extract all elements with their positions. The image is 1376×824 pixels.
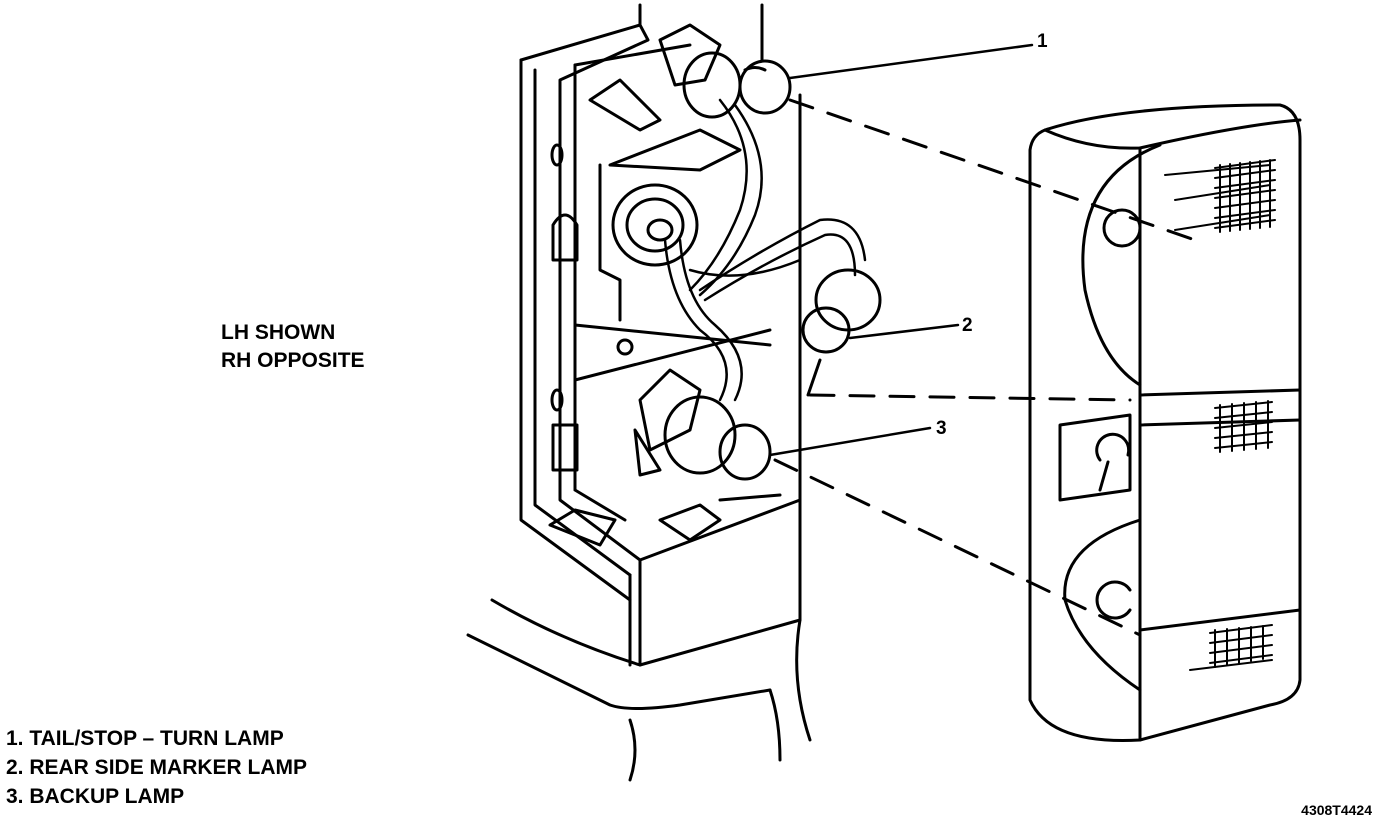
lens-grille-upper [1164,159,1276,233]
lens-grille-middle [1214,400,1273,453]
tail-lamp-lens [1028,103,1302,742]
lamp-housing [519,3,802,667]
backup-bulb [633,368,772,481]
rear-side-marker-bulb [801,268,882,354]
tail-stop-turn-bulb [658,23,792,119]
figure-id: 4308T4424 [1301,802,1372,818]
callout-2: 2 [962,315,973,336]
lens-grille-lower [1189,624,1273,671]
legend-item-backup: 3. BACKUP LAMP [6,785,185,808]
callout-1: 1 [1037,31,1048,52]
vehicle-body-panel [466,598,812,782]
legend: 1. TAIL/STOP – TURN LAMP 2. REAR SIDE MA… [6,727,307,814]
note-rh-opposite: RH OPPOSITE [221,349,365,372]
alignment-lines [773,98,1197,637]
legend-item-tail-stop-turn: 1. TAIL/STOP – TURN LAMP [6,727,284,750]
callout-leaders [768,43,1034,457]
wiring-harness [663,98,867,402]
marker-leader [806,358,822,397]
socket-center [611,183,699,267]
note-lh-shown: LH SHOWN [221,321,336,344]
legend-item-rear-side-marker: 2. REAR SIDE MARKER LAMP [6,756,308,779]
callout-3: 3 [936,418,947,439]
